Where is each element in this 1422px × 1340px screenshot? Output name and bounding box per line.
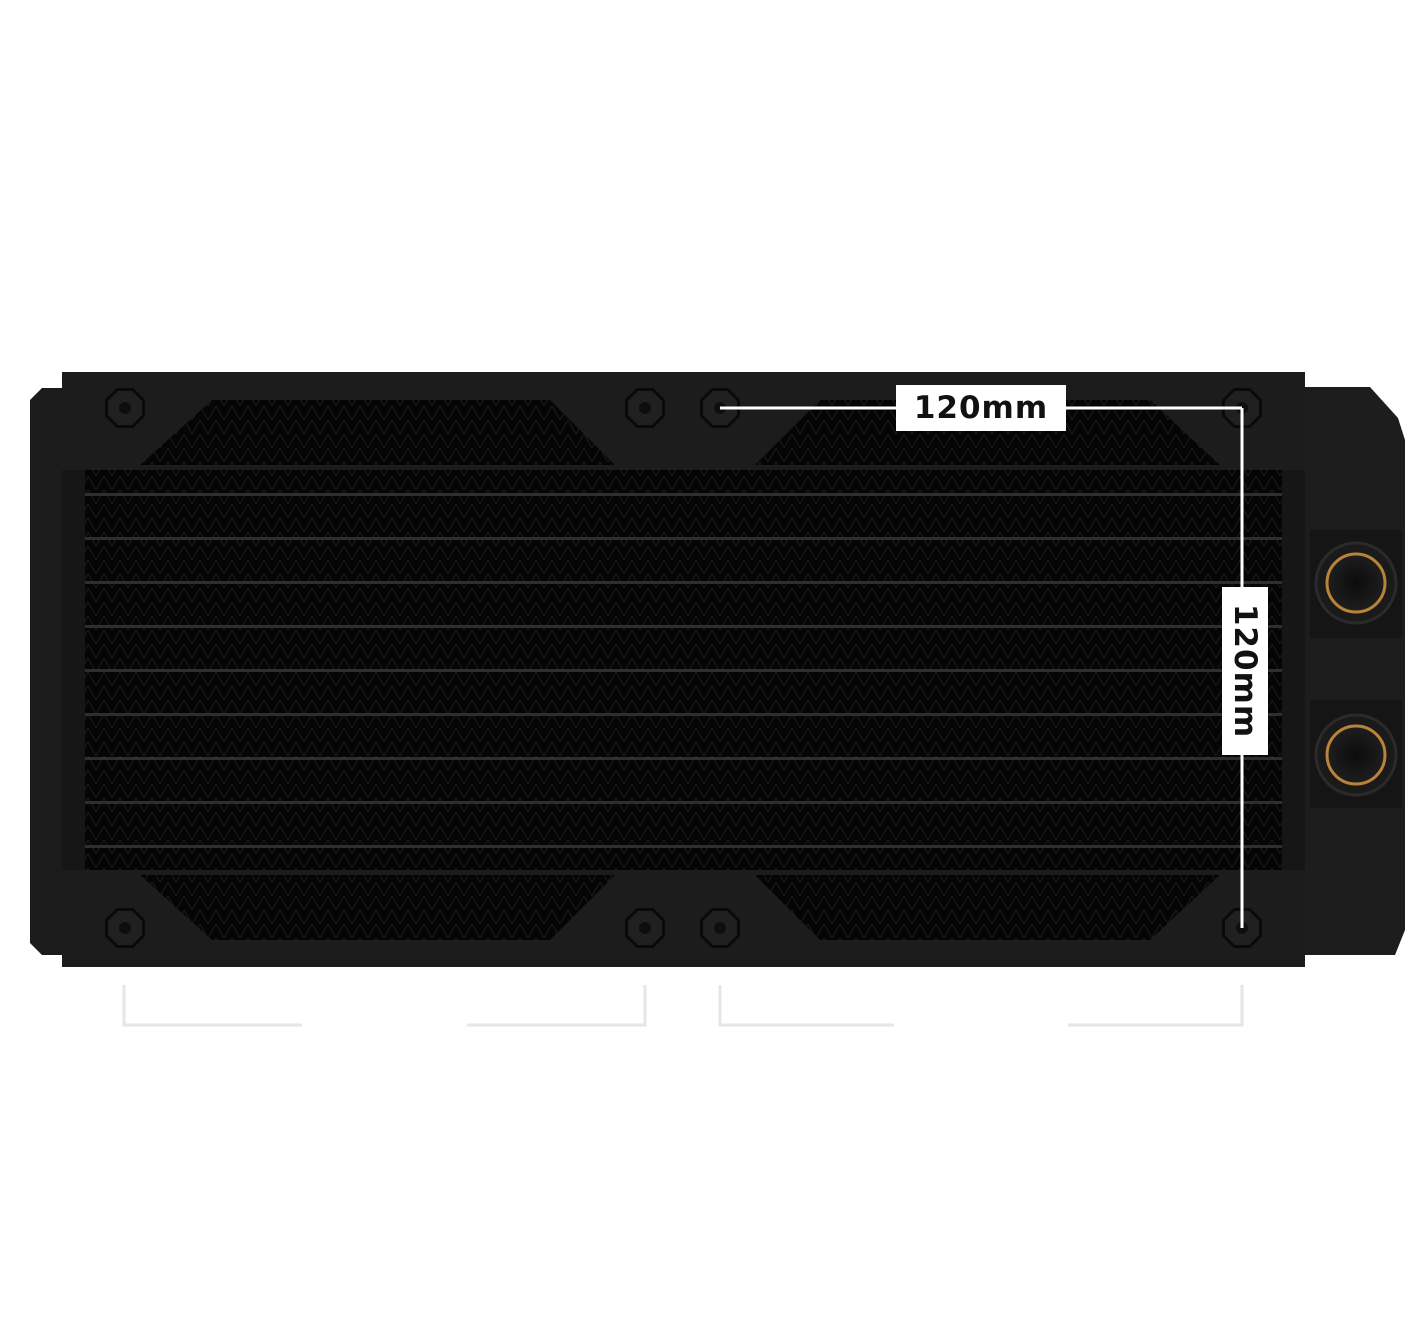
tube-lines	[85, 493, 1282, 848]
screw-icon	[105, 908, 145, 948]
tube-line	[85, 801, 1282, 804]
tube-line	[85, 845, 1282, 848]
screw-icon	[105, 388, 145, 428]
port-fitting-top	[1310, 530, 1402, 638]
width-label-text: 120mm	[913, 390, 1049, 426]
tube-line	[85, 757, 1282, 760]
tube-line	[85, 581, 1282, 584]
width-dimension-label: 120mm	[896, 385, 1066, 431]
screw-icon	[700, 908, 740, 948]
tube-line	[85, 713, 1282, 716]
left-end-cap	[30, 388, 62, 955]
tube-line	[85, 537, 1282, 540]
tube-line	[85, 493, 1282, 496]
height-dimension-label: 120mm	[1222, 587, 1268, 755]
right-end-tank	[1305, 387, 1405, 955]
bottom-fan-opening-right	[755, 875, 1220, 940]
screw-icon	[625, 388, 665, 428]
fan-bracket-left	[122, 985, 647, 1027]
fan-bracket-right	[718, 985, 1244, 1027]
top-fan-opening-right	[755, 400, 1220, 465]
screw-icon	[625, 908, 665, 948]
bottom-fan-opening-left	[140, 875, 615, 940]
tube-line	[85, 625, 1282, 628]
port-fitting-bottom	[1310, 700, 1402, 808]
top-fan-opening-left	[140, 400, 615, 465]
tube-line	[85, 669, 1282, 672]
height-label-text: 120mm	[1227, 603, 1264, 739]
